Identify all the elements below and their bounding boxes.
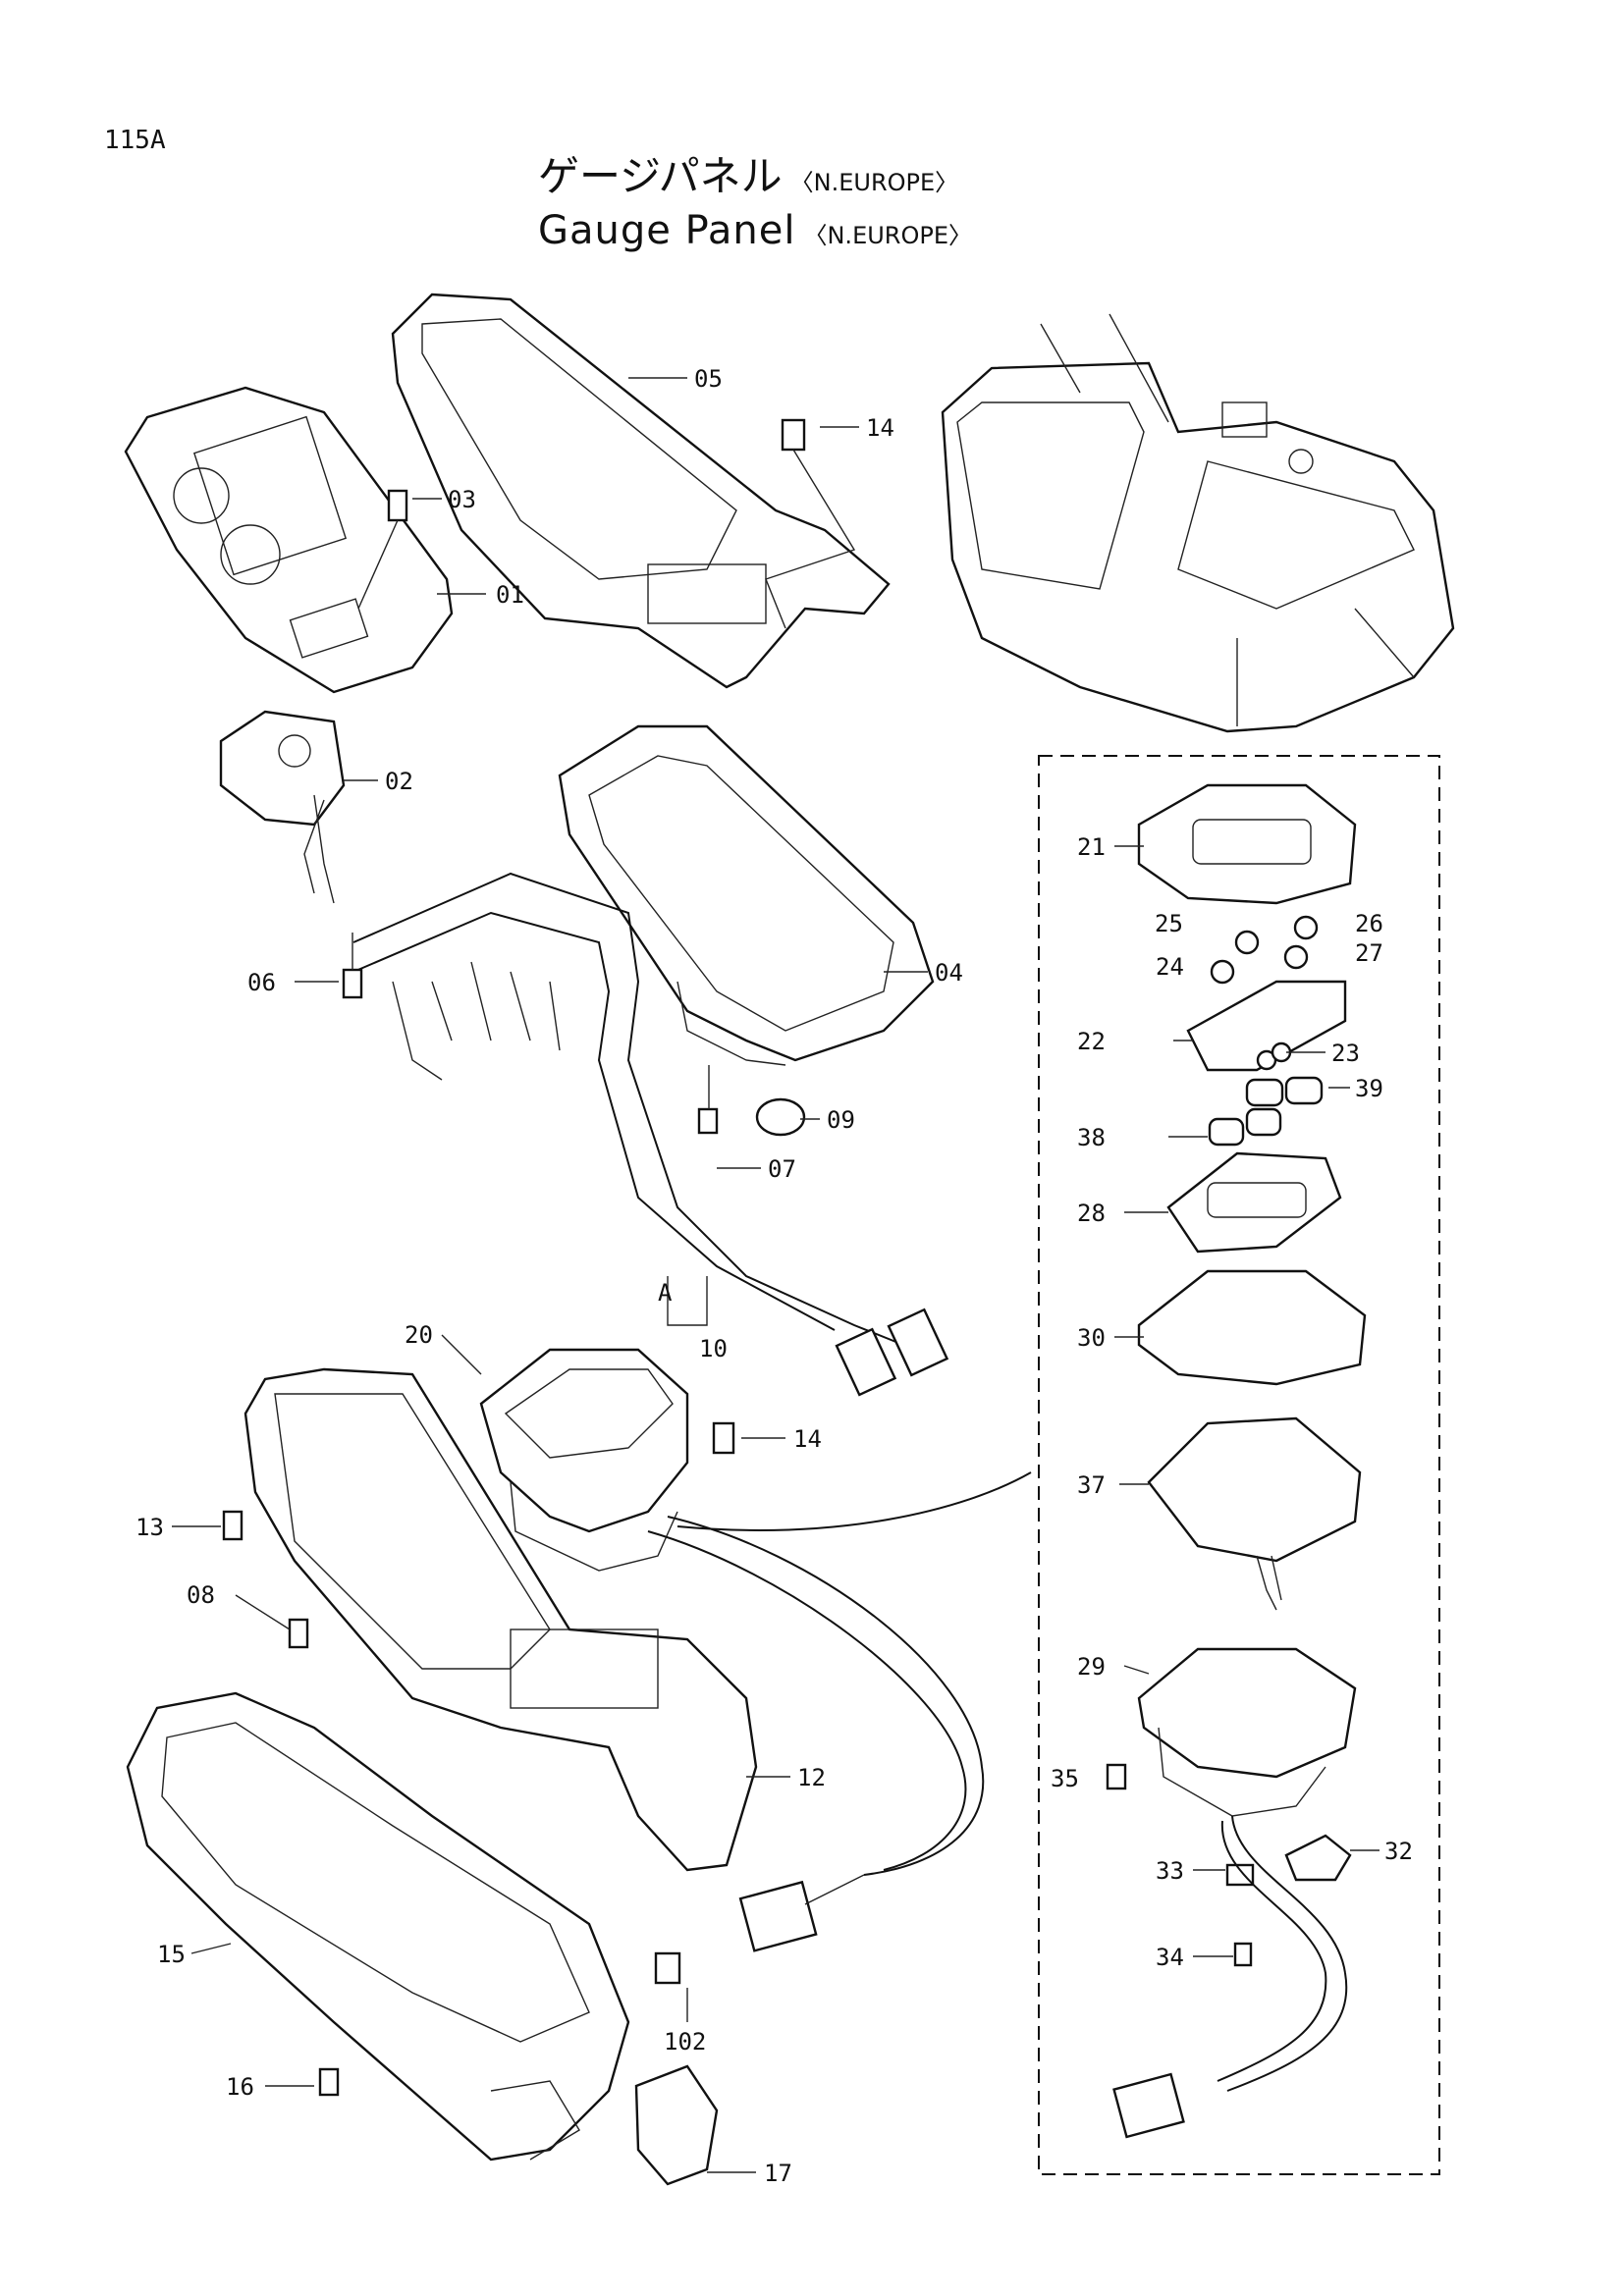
callout-29: 29 bbox=[1077, 1653, 1106, 1681]
callout-27: 27 bbox=[1355, 939, 1383, 967]
callout-03: 03 bbox=[448, 486, 476, 513]
callout-10: 10 bbox=[699, 1335, 728, 1362]
detail-box bbox=[1038, 755, 1440, 2175]
callout-07: 07 bbox=[768, 1155, 796, 1183]
part-17-cover-piece bbox=[634, 2064, 719, 2186]
part-26-knob bbox=[1293, 915, 1319, 940]
part-13-screw bbox=[222, 1510, 243, 1541]
callout-15: 15 bbox=[157, 1941, 186, 1968]
part-01-gauge-panel bbox=[124, 386, 454, 694]
part-35-screw bbox=[1106, 1763, 1127, 1790]
callout-35: 35 bbox=[1051, 1765, 1079, 1792]
part-12-bracket-frame bbox=[243, 1367, 758, 1872]
part-14-screw-upper bbox=[765, 418, 856, 629]
part-28-rubber-sheet bbox=[1166, 1151, 1342, 1254]
part-37-circuit-board bbox=[1147, 1416, 1362, 1611]
callout-30: 30 bbox=[1077, 1324, 1106, 1352]
callout-39: 39 bbox=[1355, 1075, 1383, 1102]
part-102-screw bbox=[654, 1951, 681, 1985]
callout-02: 02 bbox=[385, 768, 413, 795]
callout-21: 21 bbox=[1077, 833, 1106, 861]
callout-33: 33 bbox=[1156, 1857, 1184, 1885]
lower-harness bbox=[647, 1471, 1032, 1952]
part-15-lower-cover bbox=[126, 1691, 630, 2162]
callout-09: 09 bbox=[827, 1106, 855, 1134]
part-34-screw bbox=[1233, 1942, 1253, 1967]
callout-26: 26 bbox=[1355, 910, 1383, 937]
callout-08: 08 bbox=[187, 1581, 215, 1609]
part-20-control-box bbox=[479, 1348, 689, 1572]
callout-102: 102 bbox=[664, 2028, 706, 2056]
part-02-switch bbox=[219, 710, 346, 904]
title-english: Gauge Panel 〈N.EUROPE〉 bbox=[538, 208, 972, 253]
part-22-plate bbox=[1186, 915, 1347, 1072]
title-en-text: Gauge Panel bbox=[538, 208, 796, 253]
part-16-screw bbox=[318, 2067, 340, 2097]
part-09-cap bbox=[755, 1097, 806, 1137]
callout-13: 13 bbox=[135, 1514, 164, 1541]
callout-14-lower: 14 bbox=[793, 1425, 822, 1453]
part-05-cover bbox=[391, 293, 891, 689]
callout-38: 38 bbox=[1077, 1124, 1106, 1151]
callout-25: 25 bbox=[1155, 910, 1183, 937]
callout-20: 20 bbox=[405, 1321, 433, 1349]
part-06-screw bbox=[342, 933, 363, 999]
part-32-clamp bbox=[1284, 1834, 1352, 1882]
callout-37: 37 bbox=[1077, 1471, 1106, 1499]
callout-17: 17 bbox=[764, 2160, 792, 2187]
part-07-screw bbox=[697, 1065, 719, 1135]
excavator-illustration bbox=[941, 313, 1455, 733]
callout-16: 16 bbox=[226, 2073, 254, 2101]
part-33-bracket bbox=[1225, 1863, 1255, 1887]
part-23-39-38-buttons bbox=[1208, 1041, 1324, 1147]
part-24-knob bbox=[1210, 959, 1235, 985]
part-30-cover bbox=[1137, 1269, 1367, 1386]
part-14-screw-lower bbox=[712, 1421, 735, 1455]
callout-24: 24 bbox=[1156, 953, 1184, 981]
callout-12: 12 bbox=[797, 1764, 826, 1791]
page-number: 115A bbox=[104, 126, 166, 155]
part-03-screw bbox=[357, 489, 408, 610]
callout-05: 05 bbox=[694, 365, 723, 393]
callout-34: 34 bbox=[1156, 1944, 1184, 1971]
callout-14-upper: 14 bbox=[866, 414, 894, 442]
leader-lines bbox=[172, 377, 1380, 2173]
detail-harness bbox=[1112, 1815, 1348, 2139]
part-04-gauge-housing bbox=[558, 724, 935, 1066]
callout-04: 04 bbox=[935, 959, 963, 987]
title-japanese: ゲージパネル〈N.EUROPE〉 bbox=[538, 143, 958, 203]
region-label-jp: 〈N.EUROPE〉 bbox=[789, 169, 959, 196]
callout-28: 28 bbox=[1077, 1200, 1106, 1227]
part-10-harness bbox=[352, 872, 949, 1397]
part-29-case bbox=[1137, 1647, 1357, 1817]
callout-A: A bbox=[658, 1279, 673, 1307]
callout-22: 22 bbox=[1077, 1028, 1106, 1055]
callout-32: 32 bbox=[1384, 1838, 1413, 1865]
callout-01: 01 bbox=[496, 581, 524, 609]
title-jp-text: ゲージパネル bbox=[538, 152, 783, 200]
part-25-knob bbox=[1234, 930, 1260, 955]
callout-06: 06 bbox=[247, 969, 276, 996]
part-27-knob bbox=[1283, 944, 1309, 970]
callout-23: 23 bbox=[1331, 1040, 1360, 1067]
part-08-screw bbox=[288, 1618, 309, 1649]
part-21-top-cover bbox=[1137, 783, 1357, 905]
region-label-en: 〈N.EUROPE〉 bbox=[803, 222, 972, 249]
